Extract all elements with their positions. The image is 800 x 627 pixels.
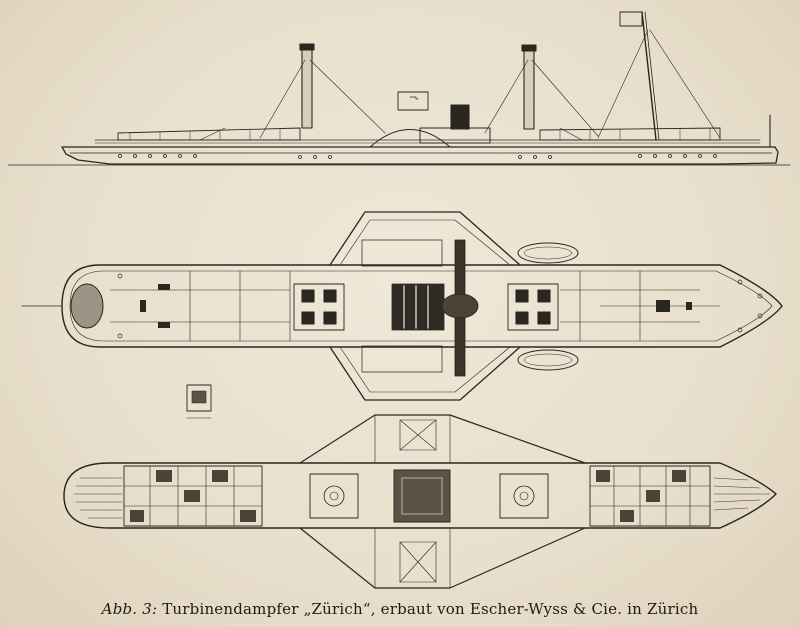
funnels [299,43,537,130]
inset-detail [186,384,212,419]
deck-plan [21,211,783,401]
rigging [199,29,721,141]
portholes [118,154,717,159]
caption-text: Turbinendampfer „Zürich“, erbaut von Esc… [162,600,699,618]
side-elevation [7,11,791,166]
figure-caption: Abb. 3: Turbinendampfer „Zürich“, erbaut… [0,600,800,618]
figure-label: Abb. 3: [101,600,158,618]
ship-drawing [7,11,791,589]
lower-deck-plan [63,414,777,589]
